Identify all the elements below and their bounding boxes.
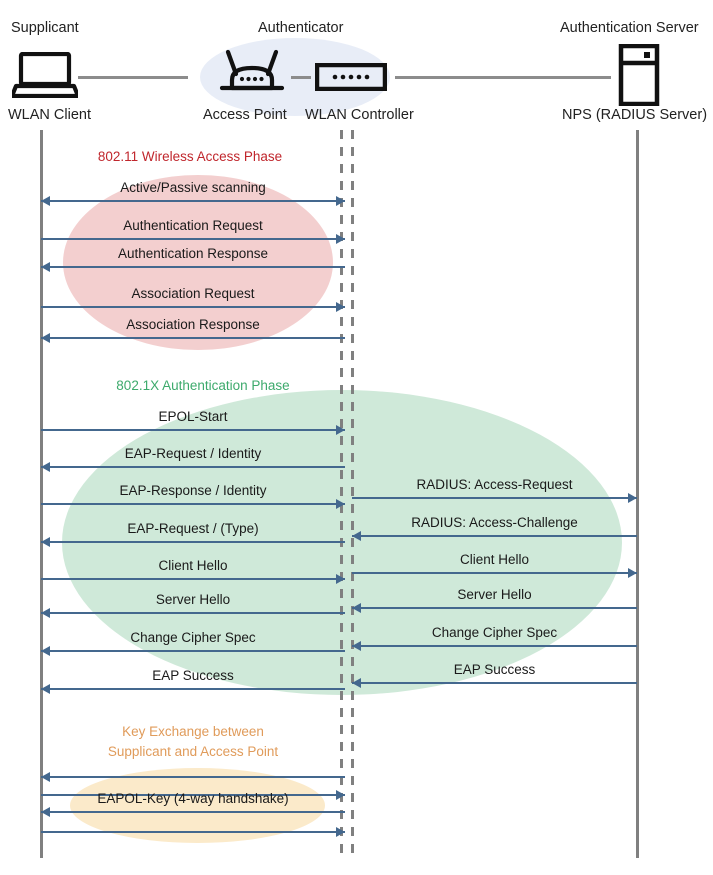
role-label-authenticator: Authenticator — [258, 20, 344, 36]
message-left-head-left-12 — [41, 684, 50, 694]
message-left-head-left-15 — [41, 807, 50, 817]
message-left-line-0 — [41, 200, 345, 202]
message-left-label-3: Association Request — [131, 286, 255, 301]
phase-ellipse-802-11 — [63, 175, 333, 350]
message-right-label-2: Client Hello — [459, 552, 530, 567]
message-left-head-right-16 — [336, 827, 345, 837]
message-left-line-3 — [41, 306, 345, 308]
message-right-line-3 — [352, 607, 637, 609]
message-left-head-right-1 — [336, 234, 345, 244]
message-left-line-5 — [41, 429, 345, 431]
wlan-controller-icon — [314, 62, 388, 96]
phase-title-802-1x: 802.1X Authentication Phase — [116, 378, 290, 393]
wire-client-to-ap — [78, 76, 188, 79]
phase-title-key-exchange: Key Exchange between Supplicant and Acce… — [107, 724, 279, 759]
message-left-label-2: Authentication Response — [117, 246, 269, 261]
node-label-wlan-client: WLAN Client — [8, 107, 91, 123]
message-right-line-1 — [352, 535, 637, 537]
message-left-line-13 — [41, 776, 345, 778]
node-label-access-point: Access Point — [203, 107, 287, 123]
message-right-label-0: RADIUS: Access-Request — [416, 477, 573, 492]
message-right-head-right-2 — [628, 568, 637, 578]
role-label-authentication-server: Authentication Server — [560, 20, 699, 36]
message-left-line-10 — [41, 612, 345, 614]
lifeline-authentication-server — [636, 130, 639, 858]
message-left-head-left-11 — [41, 646, 50, 656]
message-left-label-12: EAP Success — [152, 668, 234, 683]
message-left-head-right-0 — [336, 196, 345, 206]
message-left-line-4 — [41, 337, 345, 339]
laptop-icon — [9, 51, 81, 103]
message-right-line-0 — [352, 497, 637, 499]
message-right-head-left-1 — [352, 531, 361, 541]
message-left-label-10: Server Hello — [155, 592, 231, 607]
message-left-head-left-4 — [41, 333, 50, 343]
node-label-nps-radius-server: NPS (RADIUS Server) — [562, 107, 708, 123]
message-left-head-left-2 — [41, 262, 50, 272]
message-left-line-2 — [41, 266, 345, 268]
message-left-label-5: EPOL-Start — [158, 409, 228, 424]
message-left-label-11: Change Cipher Spec — [130, 630, 256, 645]
message-left-line-9 — [41, 578, 345, 580]
message-right-line-4 — [352, 645, 637, 647]
message-left-head-right-9 — [336, 574, 345, 584]
wire-ap-to-controller — [291, 76, 311, 79]
message-right-head-right-0 — [628, 493, 637, 503]
message-left-label-1: Authentication Request — [123, 218, 263, 233]
message-right-head-left-3 — [352, 603, 361, 613]
message-left-head-right-7 — [336, 499, 345, 509]
message-left-line-14 — [41, 794, 345, 796]
message-left-head-left-8 — [41, 537, 50, 547]
message-left-head-left-13 — [41, 772, 50, 782]
message-left-head-left-10 — [41, 608, 50, 618]
message-right-line-5 — [352, 682, 637, 684]
message-left-label-15: EAPOL-Key (4-way handshake) — [97, 791, 289, 806]
message-left-label-7: EAP-Response / Identity — [119, 483, 267, 498]
message-right-label-1: RADIUS: Access-Challenge — [411, 515, 578, 530]
message-left-line-1 — [41, 238, 345, 240]
message-left-line-8 — [41, 541, 345, 543]
lifeline-authenticator-left — [340, 130, 343, 858]
message-right-head-left-5 — [352, 678, 361, 688]
phase-ellipse-key-exchange — [70, 768, 325, 843]
message-right-head-left-4 — [352, 641, 361, 651]
message-left-label-4: Association Response — [126, 317, 260, 332]
lifeline-authenticator-right — [351, 130, 354, 858]
message-left-line-12 — [41, 688, 345, 690]
message-left-head-left-6 — [41, 462, 50, 472]
server-icon — [618, 43, 660, 111]
message-left-head-right-3 — [336, 302, 345, 312]
message-left-head-right-5 — [336, 425, 345, 435]
access-point-icon — [214, 46, 290, 103]
message-left-line-6 — [41, 466, 345, 468]
role-label-supplicant: Supplicant — [11, 20, 79, 36]
message-right-label-5: EAP Success — [453, 662, 536, 677]
message-left-label-6: EAP-Request / Identity — [124, 446, 262, 461]
message-right-label-3: Server Hello — [457, 587, 532, 602]
node-label-wlan-controller: WLAN Controller — [305, 107, 414, 123]
message-left-line-11 — [41, 650, 345, 652]
message-left-label-8: EAP-Request / (Type) — [127, 521, 259, 536]
phase-title-802-11: 802.11 Wireless Access Phase — [97, 149, 283, 164]
message-left-line-16 — [41, 831, 345, 833]
message-right-label-4: Change Cipher Spec — [431, 625, 558, 640]
lifeline-supplicant — [40, 130, 43, 858]
message-left-line-7 — [41, 503, 345, 505]
message-left-line-15 — [41, 811, 345, 813]
message-right-line-2 — [352, 572, 637, 574]
message-left-label-9: Client Hello — [158, 558, 228, 573]
message-left-label-0: Active/Passive scanning — [120, 180, 266, 195]
message-left-head-right-14 — [336, 790, 345, 800]
wire-controller-to-server — [395, 76, 611, 79]
message-left-head-left-0 — [41, 196, 50, 206]
